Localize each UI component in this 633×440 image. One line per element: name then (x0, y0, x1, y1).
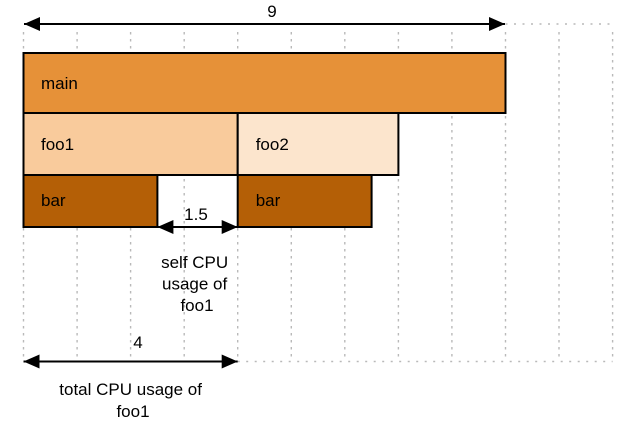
total-cpu-caption-line: total CPU usage of (59, 380, 202, 399)
self-cpu-caption-line: usage of (162, 275, 227, 294)
frame-bar1-label: bar (41, 191, 66, 210)
total-cpu-caption-line: foo1 (116, 402, 149, 421)
total-cpu-caption: total CPU usage of foo1 (59, 380, 206, 421)
self-cpu-caption-line: self CPU (161, 253, 228, 272)
self-cpu-caption: self CPU usage of foo1 (161, 253, 233, 315)
frame-main-label: main (41, 74, 78, 93)
self-cpu-value: 1.5 (184, 205, 208, 224)
total-width-value: 9 (267, 2, 276, 21)
frame-foo1-label: foo1 (41, 135, 74, 154)
frame-foo1 (22, 112, 239, 176)
frame-bar-under-foo2 (236, 174, 373, 228)
unit-grid (22, 32, 614, 361)
frame-foo2 (236, 112, 400, 176)
frame-foo2-label: foo2 (256, 135, 289, 154)
frame-bar2-label: bar (256, 191, 281, 210)
total-cpu-value: 4 (133, 333, 142, 352)
self-cpu-caption-line: foo1 (180, 296, 213, 315)
frame-main (22, 52, 507, 114)
frame-bar-under-foo1 (22, 174, 159, 228)
